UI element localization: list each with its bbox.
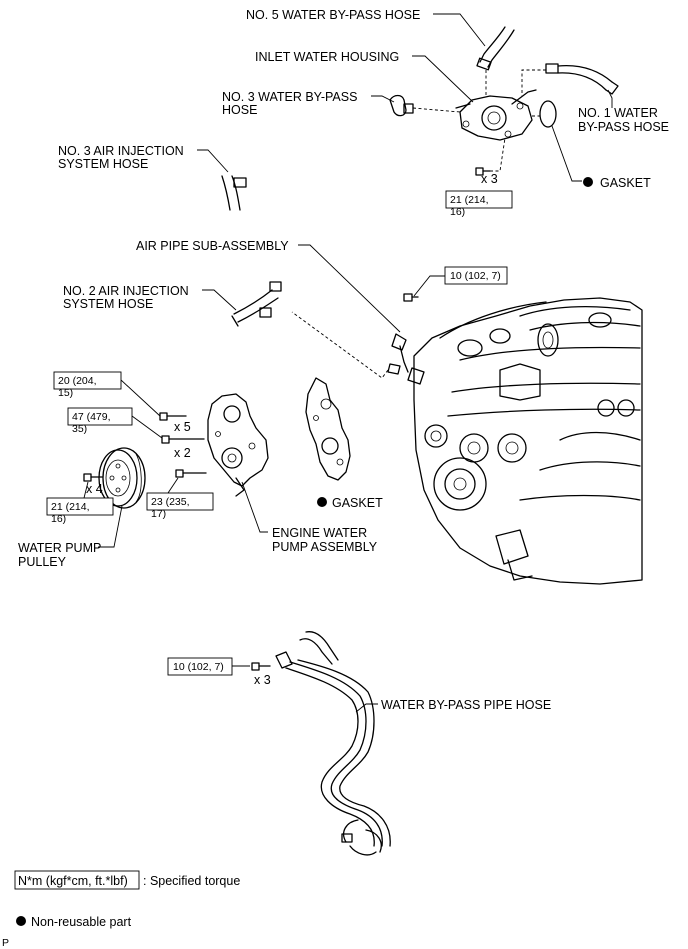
- torque-pump-top-1: 20 (204,: [58, 375, 97, 387]
- label-engine-water-pump-2: PUMP ASSEMBLY: [272, 540, 378, 554]
- no3-air-injection-hose: [221, 175, 247, 211]
- qty-inlet-bolt: x 3: [481, 172, 498, 186]
- nonreusable-dot-icon-mid: [317, 497, 327, 507]
- no2-air-injection-hose: [231, 281, 282, 327]
- water-bypass-pipe-hose: [275, 631, 391, 856]
- torque-pump-low-1: 23 (235,: [151, 496, 190, 508]
- bolt-pump-mid: [161, 435, 205, 444]
- pump-gasket: [305, 377, 351, 481]
- bolt-pulley: [83, 473, 103, 482]
- air-pipe-sub-assembly: [387, 333, 409, 375]
- bolt-pump-top: [159, 412, 187, 421]
- label-water-pump-pulley-1: WATER PUMP: [18, 541, 101, 555]
- bolt-bypass: [251, 662, 271, 671]
- label-no1-water-bypass-hose-1: NO. 1 WATER: [578, 106, 658, 120]
- label-air-pipe-sub-assembly: AIR PIPE SUB-ASSEMBLY: [136, 239, 289, 253]
- nonreusable-dot-icon: [583, 177, 593, 187]
- legend-torque-box: [14, 870, 140, 890]
- gasket-top-part: [532, 100, 557, 128]
- torque-pulley-1: 21 (214,: [51, 501, 90, 513]
- torque-inlet-2: 16): [450, 206, 465, 218]
- legend-nonreusable-text: Non-reusable part: [31, 915, 132, 929]
- torque-pump-mid-1: 47 (479,: [72, 411, 111, 423]
- label-water-bypass-pipe-hose: WATER BY-PASS PIPE HOSE: [381, 698, 551, 712]
- torque-pump-mid-2: 35): [72, 423, 87, 435]
- label-gasket-mid: GASKET: [332, 496, 383, 510]
- qty-bypass: x 3: [254, 673, 271, 687]
- label-no2-air-injection-2: SYSTEM HOSE: [63, 297, 153, 311]
- qty-pulley: x 4: [86, 482, 103, 496]
- bolt-inlet-housing: [475, 137, 506, 176]
- legend-torque-desc: : Specified torque: [143, 874, 240, 888]
- label-no1-water-bypass-hose-2: BY-PASS HOSE: [578, 120, 669, 134]
- label-no3-air-injection-2: SYSTEM HOSE: [58, 157, 148, 171]
- bolt-air-pipe: [403, 293, 419, 302]
- inlet-water-housing: [455, 89, 537, 141]
- label-no3-water-bypass-hose-2: HOSE: [222, 103, 257, 117]
- no5-water-bypass-hose: [476, 26, 515, 96]
- label-no2-air-injection-1: NO. 2 AIR INJECTION: [63, 284, 189, 298]
- engine-water-pump-assembly: [207, 393, 269, 497]
- corner-mark: P: [2, 937, 9, 949]
- water-pump-pulley: [98, 447, 146, 509]
- torque-bypass: 10 (102, 7): [173, 661, 224, 673]
- label-no3-water-bypass-hose-1: NO. 3 WATER BY-PASS: [222, 90, 357, 104]
- torque-pulley-2: 16): [51, 513, 66, 525]
- qty-pump-mid: x 2: [174, 446, 191, 460]
- torque-pump-top-2: 15): [58, 387, 73, 399]
- label-no5-water-bypass-hose: NO. 5 WATER BY-PASS HOSE: [246, 8, 420, 22]
- label-water-pump-pulley-2: PULLEY: [18, 555, 67, 569]
- legend-nonreusable-dot-icon: [16, 916, 26, 926]
- torque-pump-low-2: 17): [151, 508, 166, 520]
- bolt-pump-low: [175, 469, 207, 478]
- torque-airpipe: 10 (102, 7): [450, 270, 501, 282]
- engine-block: [407, 297, 643, 585]
- label-engine-water-pump-1: ENGINE WATER: [272, 526, 367, 540]
- no3-water-bypass-hose: [389, 94, 461, 117]
- legend-torque-unit: N*m (kgf*cm, ft.*lbf): [18, 874, 128, 888]
- qty-pump-top: x 5: [174, 420, 191, 434]
- no1-water-bypass-hose: [521, 63, 619, 96]
- label-no3-air-injection-1: NO. 3 AIR INJECTION: [58, 144, 184, 158]
- torque-inlet-1: 21 (214,: [450, 194, 489, 206]
- label-gasket-top: GASKET: [600, 176, 651, 190]
- label-inlet-water-housing: INLET WATER HOUSING: [255, 50, 399, 64]
